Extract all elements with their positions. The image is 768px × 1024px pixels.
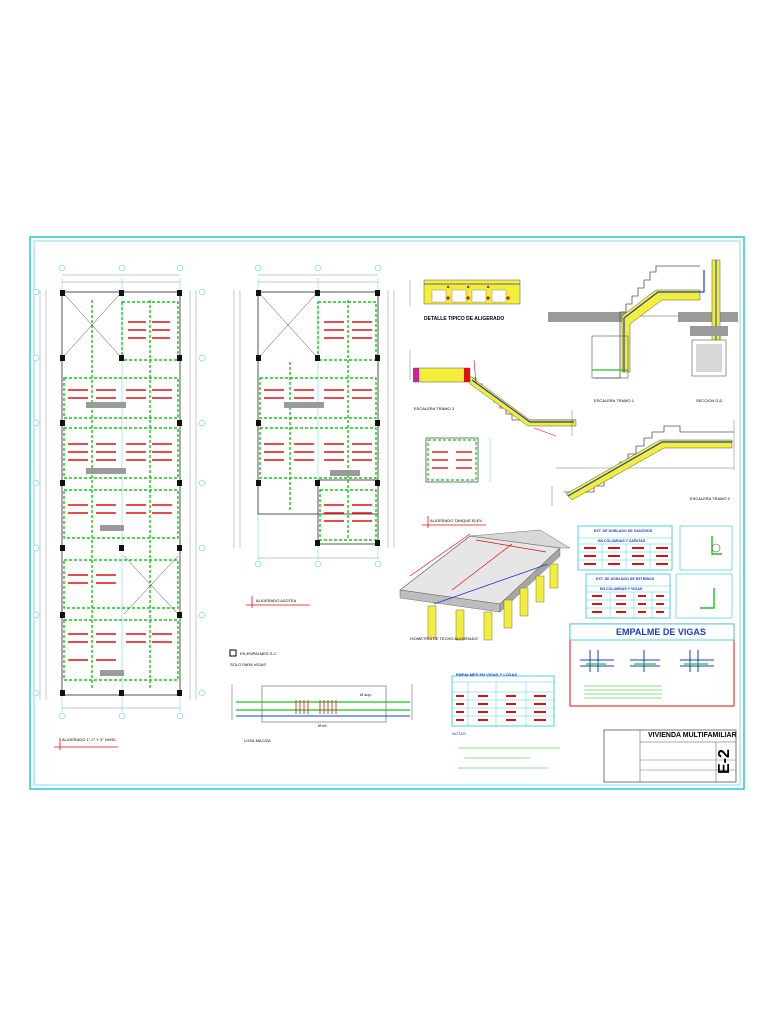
tabla-estribos-title-1: EXT. DE DOBLADO DE ESTRIBOS xyxy=(596,577,655,581)
empalmes-vigas-losas-title: EMPALMES EN VIGAS Y LOSAS xyxy=(456,672,518,677)
plan-aligerado-1-2-3 xyxy=(32,264,206,750)
tabla-ganchos xyxy=(577,525,733,571)
escalera-tramo-2 xyxy=(551,420,735,506)
tabla-ganchos-title-1: EXT. DE DOBLADO DE GANCHOS xyxy=(594,529,653,533)
isometria-techo-aligerado xyxy=(399,529,571,641)
escalera-1-title: ESCALERA TRAMO 1 xyxy=(594,398,634,403)
legend-square xyxy=(229,649,237,657)
empalme-note-label: EN EMPALMES S.C xyxy=(240,651,277,656)
plan-aligerado-azotea xyxy=(233,264,395,608)
tabla-ganchos-title-2: EN COLUMNAS Y ZAPATAS xyxy=(598,539,646,543)
detalle-aligerado-title: DETALLE TIPICO DE ALIGERADO xyxy=(424,316,505,322)
outer-frame xyxy=(29,236,745,790)
detalle-aligerado xyxy=(409,279,521,306)
project-title: VIVIENDA MULTIFAMILIAR xyxy=(648,732,737,739)
tabla-empalmes-vigas-losas xyxy=(451,675,555,727)
plan-3-title: ALIGERADO TANQUE ELEV. xyxy=(430,518,483,523)
empalme-vigas-title: EMPALME DE VIGAS xyxy=(616,627,706,637)
escalera-3-title: ESCALERA TRAMO 3 xyxy=(414,406,454,411)
dim-label-1: Ø sup. xyxy=(360,692,372,697)
empalme-vigas-box xyxy=(569,623,735,707)
title-block xyxy=(603,729,737,783)
dim-label-2: Ø inf. xyxy=(318,723,328,728)
escalera-2-title: ESCALERA TRAMO 2 xyxy=(690,496,730,501)
tabla-estribos xyxy=(585,573,733,619)
notas-title: NOTAS: xyxy=(452,731,467,736)
plan-2-title: ALIGERADO AZOTEA xyxy=(256,598,297,603)
seccion-title: SECCION D-D xyxy=(696,398,723,403)
plan-tanque-elevado xyxy=(422,437,491,528)
isometria-title: ISOMETRIA DE TECHO ALIGERADO xyxy=(410,636,478,641)
tabla-estribos-title-2: EN COLUMNAS Y VIGAS xyxy=(600,587,643,591)
notas-lines xyxy=(458,747,560,769)
plan-1-title: ALIGERADO 1°,2° Y 3° NIVEL xyxy=(62,737,117,742)
losa-maciza-detail xyxy=(231,684,413,723)
losa-maciza-label: LOSA MACIZA xyxy=(244,738,271,743)
sheet-code: E-2 xyxy=(716,749,733,774)
seccion-d-d xyxy=(690,326,728,377)
escalera-tramo-3 xyxy=(409,350,577,437)
solo-vigas-label: SOLO PARA VIGAS xyxy=(230,662,266,667)
inner-frame xyxy=(33,240,741,786)
